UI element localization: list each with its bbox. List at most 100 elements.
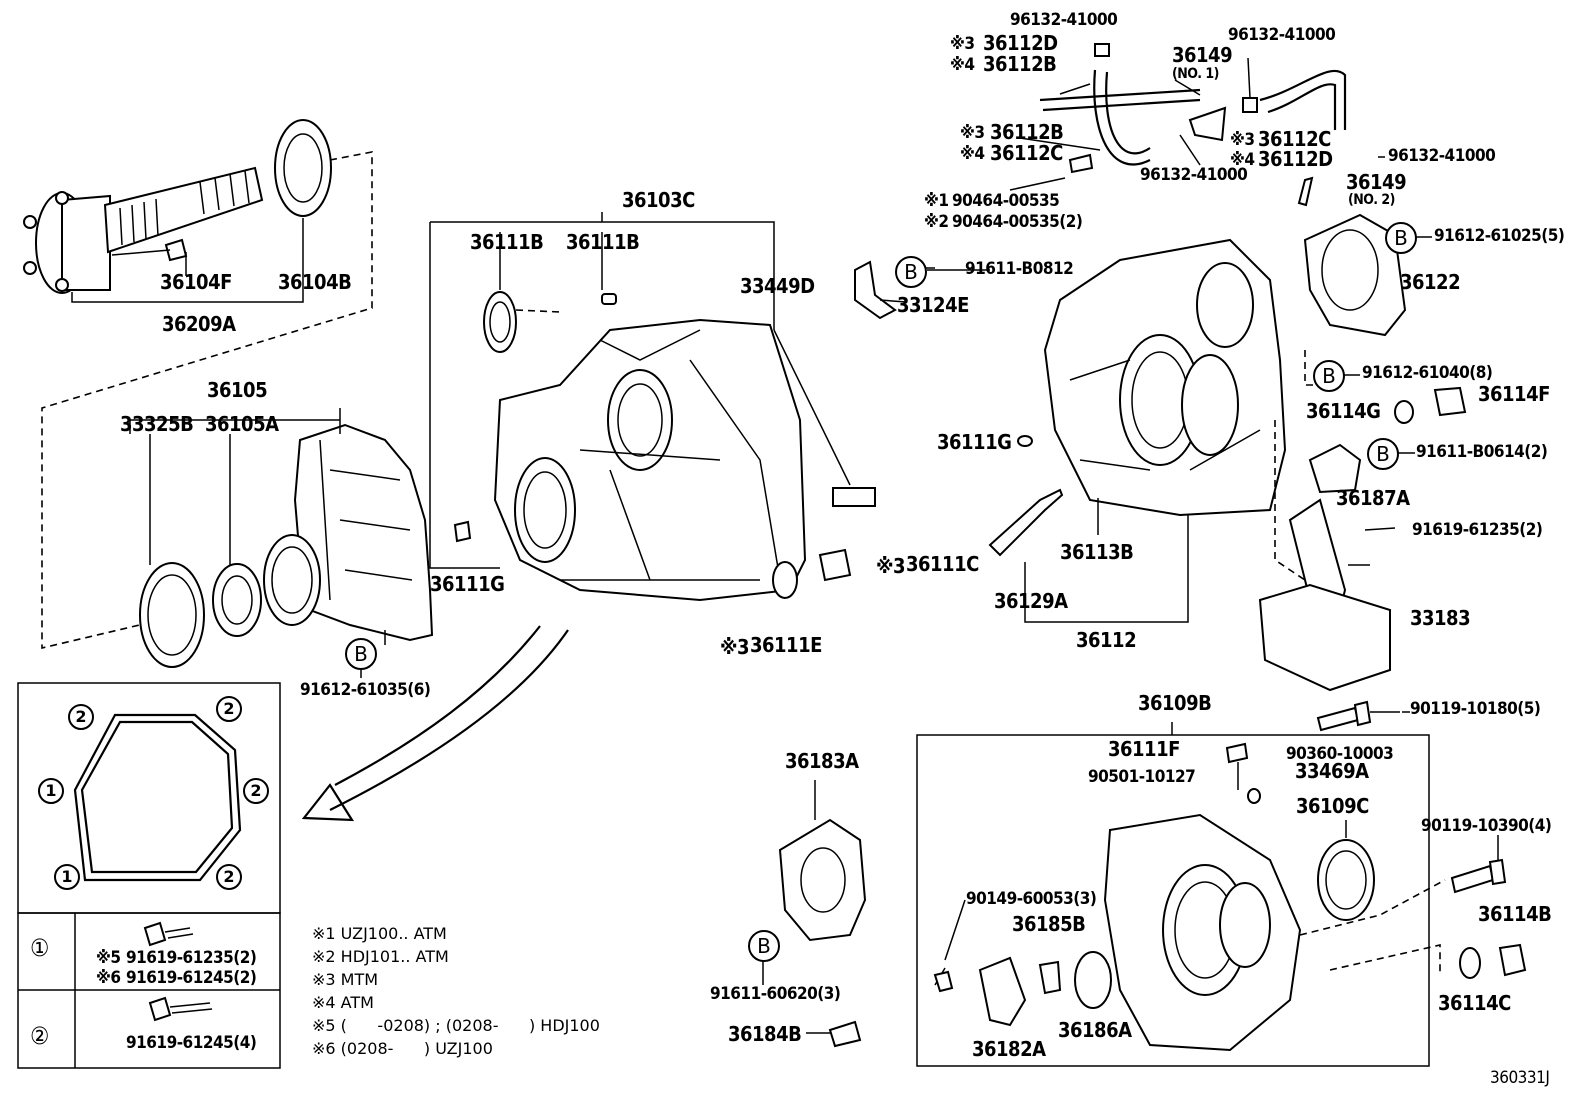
label-36114c: 36114C	[1438, 991, 1511, 1015]
mark-text: ※2	[924, 212, 949, 232]
label-36112d-3: 36112D	[983, 31, 1058, 55]
bolt-symbol-b: B	[748, 930, 780, 962]
label-36184b: 36184B	[728, 1022, 802, 1046]
label-90360-10003: 90360-10003	[1286, 744, 1394, 764]
label-36186a: 36186A	[1058, 1018, 1132, 1042]
label-36112b-4: 36112B	[983, 52, 1057, 76]
table-row1-key: ①	[30, 934, 49, 962]
mark-text: ※3	[876, 554, 906, 578]
label-36112b-3: 36112B	[990, 120, 1064, 144]
mark-text: ※3	[720, 635, 750, 659]
label-36105: 36105	[207, 378, 268, 402]
gasket-marker-2: 2	[243, 778, 269, 804]
label-36111b-b: 36111B	[566, 230, 640, 254]
note-6: ※6 (0208- ) UZJ100	[312, 1039, 493, 1058]
label-36112: 36112	[1076, 628, 1137, 652]
gasket-marker-1: 1	[38, 778, 64, 804]
label-90119-10180: 90119-10180(5)	[1410, 699, 1541, 719]
label-36149-no2: 36149	[1346, 170, 1407, 194]
bolt-symbol-b: B	[1367, 438, 1399, 470]
label-36149-no2-sub: (NO. 2)	[1348, 192, 1395, 208]
label-36187a: 36187A	[1336, 486, 1410, 510]
mark-3: ※3	[720, 635, 750, 659]
note-2: ※2 HDJ101.. ATM	[312, 947, 449, 966]
extension-housing-drawing	[129, 408, 472, 668]
label-36111f: 36111F	[1108, 737, 1180, 761]
label-36111c: 36111C	[906, 552, 979, 576]
label-90501-10127: 90501-10127	[1088, 767, 1196, 787]
note-4: ※4 ATM	[312, 993, 374, 1012]
mark-4: ※4	[960, 146, 985, 163]
label-36114b: 36114B	[1478, 902, 1552, 926]
label-91612-61035: 91612-61035(6)	[300, 680, 431, 700]
label-36104b: 36104B	[278, 270, 352, 294]
label-36112d-4: 36112D	[1258, 147, 1333, 171]
label-33469a: 33469A	[1295, 759, 1369, 783]
mark-4: ※4	[1230, 152, 1255, 169]
mark-3: ※3	[1230, 132, 1255, 149]
label-36113b: 36113B	[1060, 540, 1134, 564]
plug-36111c-drawing	[818, 548, 852, 582]
label-33124e: 33124E	[897, 293, 969, 317]
mark-2: ※2	[924, 214, 949, 231]
label-36122: 36122	[1400, 270, 1461, 294]
label-36149-no1: 36149	[1172, 43, 1233, 67]
arrow-to-gasket	[329, 629, 569, 811]
label-33449d: 33449D	[740, 274, 815, 298]
label-36185b: 36185B	[1012, 912, 1086, 936]
label-36111g-right: 36111G	[937, 430, 1012, 454]
note-5: ※5 ( -0208) ; (0208- ) HDJ100	[312, 1016, 600, 1035]
mark-3: ※3	[876, 554, 906, 578]
label-36109c: 36109C	[1296, 794, 1369, 818]
diagram-id: 360331J	[1490, 1068, 1550, 1088]
gasket-marker-2: 2	[216, 864, 242, 890]
label-36182a: 36182A	[972, 1037, 1046, 1061]
table-row1-part1: 91619-61235(2)	[126, 948, 257, 968]
mark-6: ※6	[96, 970, 121, 987]
label-96132-top: 96132-41000	[1010, 10, 1118, 30]
note-1: ※1 UZJ100.. ATM	[312, 924, 447, 943]
label-91611-b0812: 91611-B0812	[965, 259, 1074, 279]
gasket-marker-1: 1	[54, 864, 80, 890]
bolt-symbol-b: B	[1385, 222, 1417, 254]
mark-1: ※1	[924, 193, 949, 210]
hoses-drawing	[1009, 43, 1347, 207]
mark-text: ※3	[950, 34, 975, 54]
label-36103c: 36103C	[622, 188, 695, 212]
output-shaft-drawing	[23, 119, 332, 303]
label-96132-mid: 96132-41000	[1388, 146, 1496, 166]
case-36112-drawing	[988, 238, 1287, 623]
table-row2-part1: 91619-61245(4)	[126, 1033, 257, 1053]
label-36114f: 36114F	[1478, 382, 1550, 406]
mark-4: ※4	[950, 57, 975, 74]
label-90149-60053: 90149-60053(3)	[966, 889, 1097, 909]
mark-text: ※3	[1230, 130, 1255, 150]
label-91619-61235: 91619-61235(2)	[1412, 520, 1543, 540]
label-90464-1: 90464-00535	[952, 191, 1060, 211]
mark-text: ※3	[960, 123, 985, 143]
gasket-marker-2: 2	[68, 704, 94, 730]
label-36111b-a: 36111B	[470, 230, 544, 254]
mark-text: ※4	[1230, 150, 1255, 170]
table-row2-key: ②	[30, 1022, 49, 1050]
table-row1-part2: 91619-61245(2)	[126, 968, 257, 988]
label-90464-2: 90464-00535(2)	[952, 212, 1083, 232]
mark-text: ※6	[96, 968, 121, 988]
seal-36111e-drawing	[772, 561, 798, 599]
bolt-symbol-b: B	[1313, 360, 1345, 392]
label-33183: 33183	[1410, 606, 1471, 630]
transfer-case-drawing	[429, 212, 876, 602]
label-36109b: 36109B	[1138, 691, 1212, 715]
mark-5: ※5	[96, 950, 121, 967]
cover-36122-drawing	[1303, 213, 1407, 386]
label-36111g-left: 36111G	[430, 572, 505, 596]
label-36114g: 36114G	[1306, 399, 1381, 423]
bolt-symbol-b: B	[895, 256, 927, 288]
label-36129a: 36129A	[994, 589, 1068, 613]
label-33325b: 33325B	[120, 412, 194, 436]
label-36112c-3: 36112C	[1258, 127, 1331, 151]
label-36149-no1-sub: (NO. 1)	[1172, 66, 1219, 82]
label-91611-b0614: 91611-B0614(2)	[1416, 442, 1548, 462]
